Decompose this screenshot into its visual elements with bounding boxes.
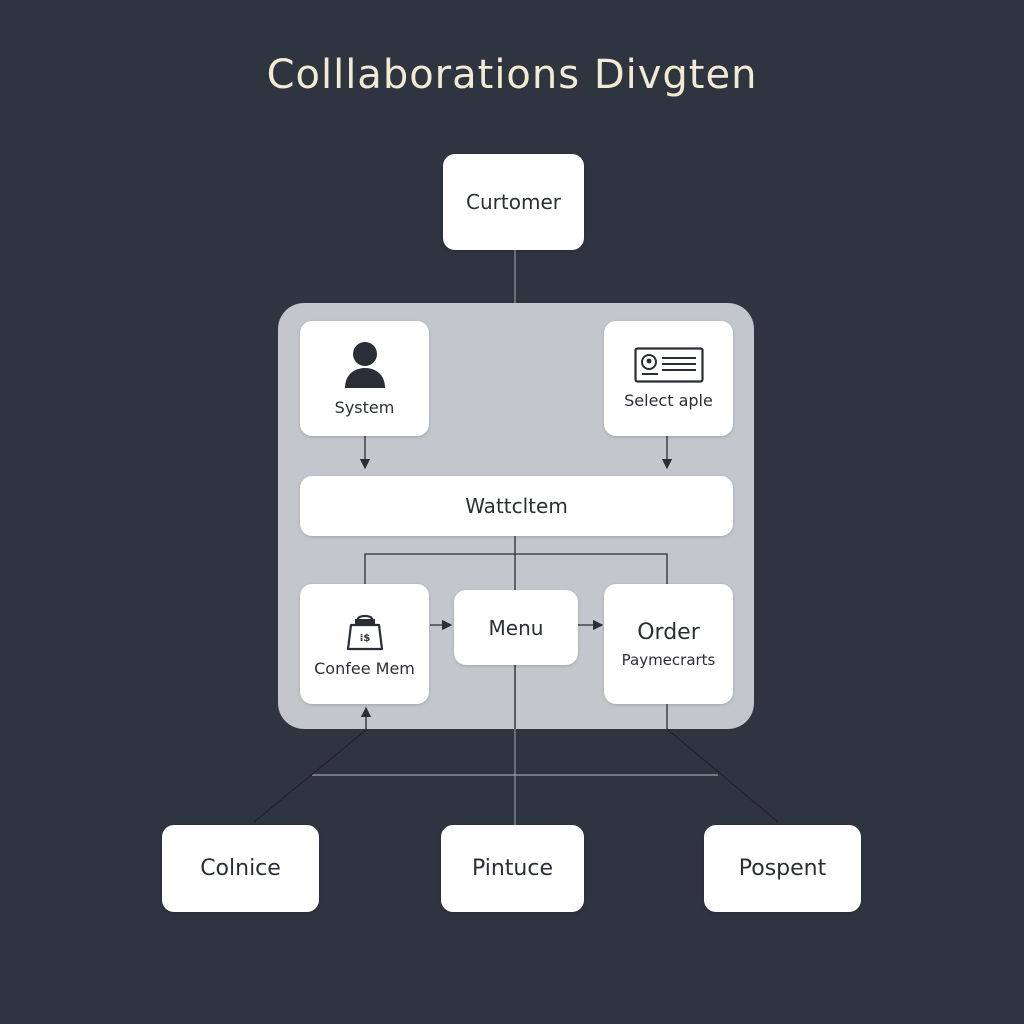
node-pospent-label: Pospent: [738, 856, 827, 881]
node-system[interactable]: System: [300, 321, 429, 436]
node-order[interactable]: Order Paymecrarts: [604, 584, 733, 704]
node-customer-label: Curtomer: [466, 190, 561, 214]
node-order-sublabel: Paymecrarts: [621, 650, 716, 669]
node-colnice-label: Colnice: [200, 856, 281, 881]
node-order-label: Order: [637, 619, 700, 645]
connector-colnice-coffee: [253, 729, 367, 823]
shopping-bag-icon: ⁞$: [346, 614, 383, 650]
node-system-label: System: [334, 398, 395, 417]
svg-text:⁞$: ⁞$: [359, 633, 370, 644]
node-select-apple-label: Select aple: [624, 391, 713, 410]
node-coffee-menu-label: Confee Mem: [314, 658, 415, 678]
node-pintuce[interactable]: Pintuce: [441, 825, 584, 912]
node-select-apple[interactable]: Select aple: [604, 321, 733, 436]
node-watch-item-label: Wattcltem: [465, 494, 568, 518]
diagram-title: Colllaborations Divgten: [266, 52, 758, 98]
node-colnice[interactable]: Colnice: [162, 825, 319, 912]
node-pintuce-label: Pintuce: [471, 856, 554, 881]
node-menu-label: Menu: [488, 615, 544, 640]
node-coffee-menu[interactable]: ⁞$ Confee Mem: [300, 584, 429, 704]
id-card-icon: [633, 347, 704, 383]
user-icon: [344, 342, 385, 388]
node-customer[interactable]: Curtomer: [443, 154, 584, 250]
connector-order-pospent: [666, 728, 779, 823]
node-watch-item[interactable]: Wattcltem: [300, 476, 733, 536]
node-pospent[interactable]: Pospent: [704, 825, 861, 912]
node-menu[interactable]: Menu: [454, 590, 578, 665]
